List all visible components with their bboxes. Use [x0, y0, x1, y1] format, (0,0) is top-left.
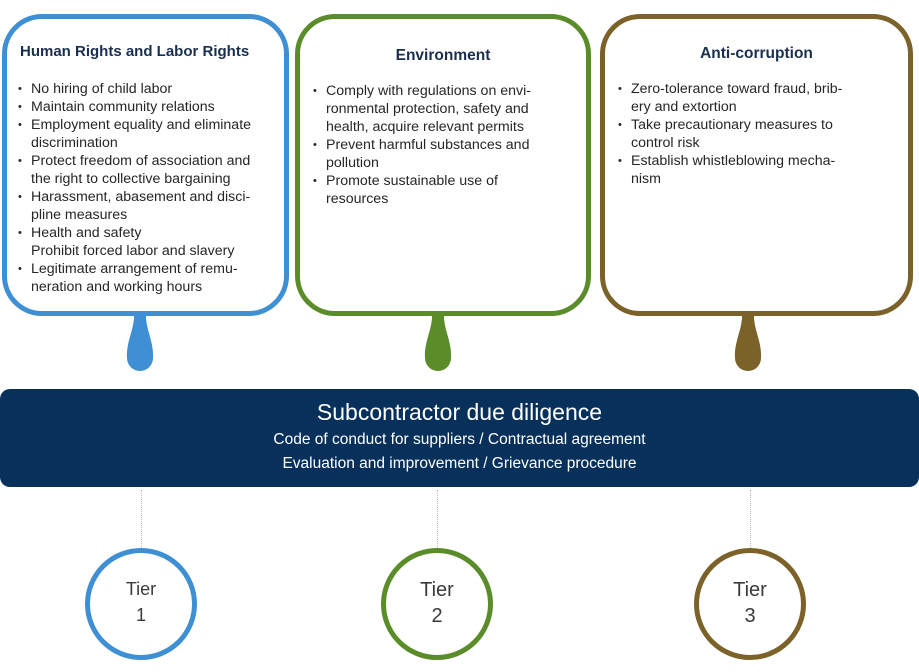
- dotted-connector: [437, 490, 438, 550]
- connector-pin-blue: [126, 316, 154, 371]
- list-item-continuation: pollution: [326, 155, 379, 171]
- tier-number: 1: [135, 605, 146, 625]
- list-item: Comply with regulations on envi-: [313, 82, 588, 100]
- list-item-continuation: ronmental protection, safety and: [326, 101, 529, 117]
- list-item: No hiring of child labor: [18, 80, 288, 98]
- list-item-continuation: Prohibit forced labor and slavery: [31, 243, 235, 259]
- tier-label: Tier: [125, 579, 157, 599]
- list-item: Health and safety: [18, 224, 288, 242]
- list-item-continuation: discrimination: [31, 135, 118, 151]
- card-environment: Environment Comply with regulations on e…: [295, 14, 591, 316]
- list-item: Take precautionary measures to: [618, 116, 908, 134]
- list-item: Legitimate arrangement of remu-: [18, 260, 288, 278]
- card-title: Environment: [395, 47, 491, 64]
- list-item-continuation: nism: [631, 171, 661, 187]
- connector-pin-brown: [734, 316, 762, 371]
- dotted-connector: [141, 490, 142, 550]
- list-item-continuation: the right to collective bargaining: [31, 171, 231, 187]
- card-list: Zero-tolerance toward fraud, brib- ery a…: [618, 80, 908, 188]
- banner-line-1: Code of conduct for suppliers / Contract…: [273, 431, 646, 448]
- tier-number: 3: [744, 605, 756, 627]
- tier-2-circle: Tier 2: [381, 548, 493, 660]
- list-item: Establish whistleblowing mecha-: [618, 152, 908, 170]
- card-anti-corruption: Anti-corruption Zero-tolerance toward fr…: [600, 14, 913, 316]
- list-item: Promote sustainable use of: [313, 172, 588, 190]
- tier-label: Tier: [733, 579, 767, 601]
- list-item: Protect freedom of association and: [18, 152, 288, 170]
- card-title: Human Rights and Labor Rights: [20, 43, 250, 60]
- due-diligence-banner: Subcontractor due diligence Code of cond…: [0, 389, 919, 487]
- tier-1-circle: Tier 1: [85, 548, 197, 660]
- list-item: Employment equality and eliminate: [18, 116, 288, 134]
- card-human-rights: Human Rights and Labor Rights No hiring …: [2, 14, 289, 316]
- dotted-connector: [750, 490, 751, 550]
- banner-line-2: Evaluation and improvement / Grievance p…: [282, 455, 637, 472]
- list-item-continuation: neration and working hours: [31, 279, 203, 295]
- list-item: Harassment, abasement and disci-: [18, 188, 288, 206]
- list-item-continuation: resources: [326, 191, 389, 207]
- card-list: Comply with regulations on envi- ronment…: [313, 82, 588, 208]
- connector-pin-green: [424, 316, 452, 371]
- tier-label: Tier: [420, 579, 454, 601]
- card-list: No hiring of child labor Maintain commun…: [18, 80, 288, 296]
- card-title: Anti-corruption: [700, 45, 813, 62]
- list-item: Prevent harmful substances and: [313, 136, 588, 154]
- list-item: Zero-tolerance toward fraud, brib-: [618, 80, 908, 98]
- list-item-continuation: health, acquire relevant permits: [326, 119, 524, 135]
- list-item-continuation: pline measures: [31, 207, 128, 223]
- list-item: Maintain community relations: [18, 98, 288, 116]
- banner-title: Subcontractor due diligence: [316, 399, 603, 425]
- tier-3-circle: Tier 3: [694, 548, 806, 660]
- list-item-continuation: ery and extortion: [631, 99, 737, 115]
- list-item-continuation: control risk: [631, 135, 700, 151]
- tier-number: 2: [431, 605, 443, 627]
